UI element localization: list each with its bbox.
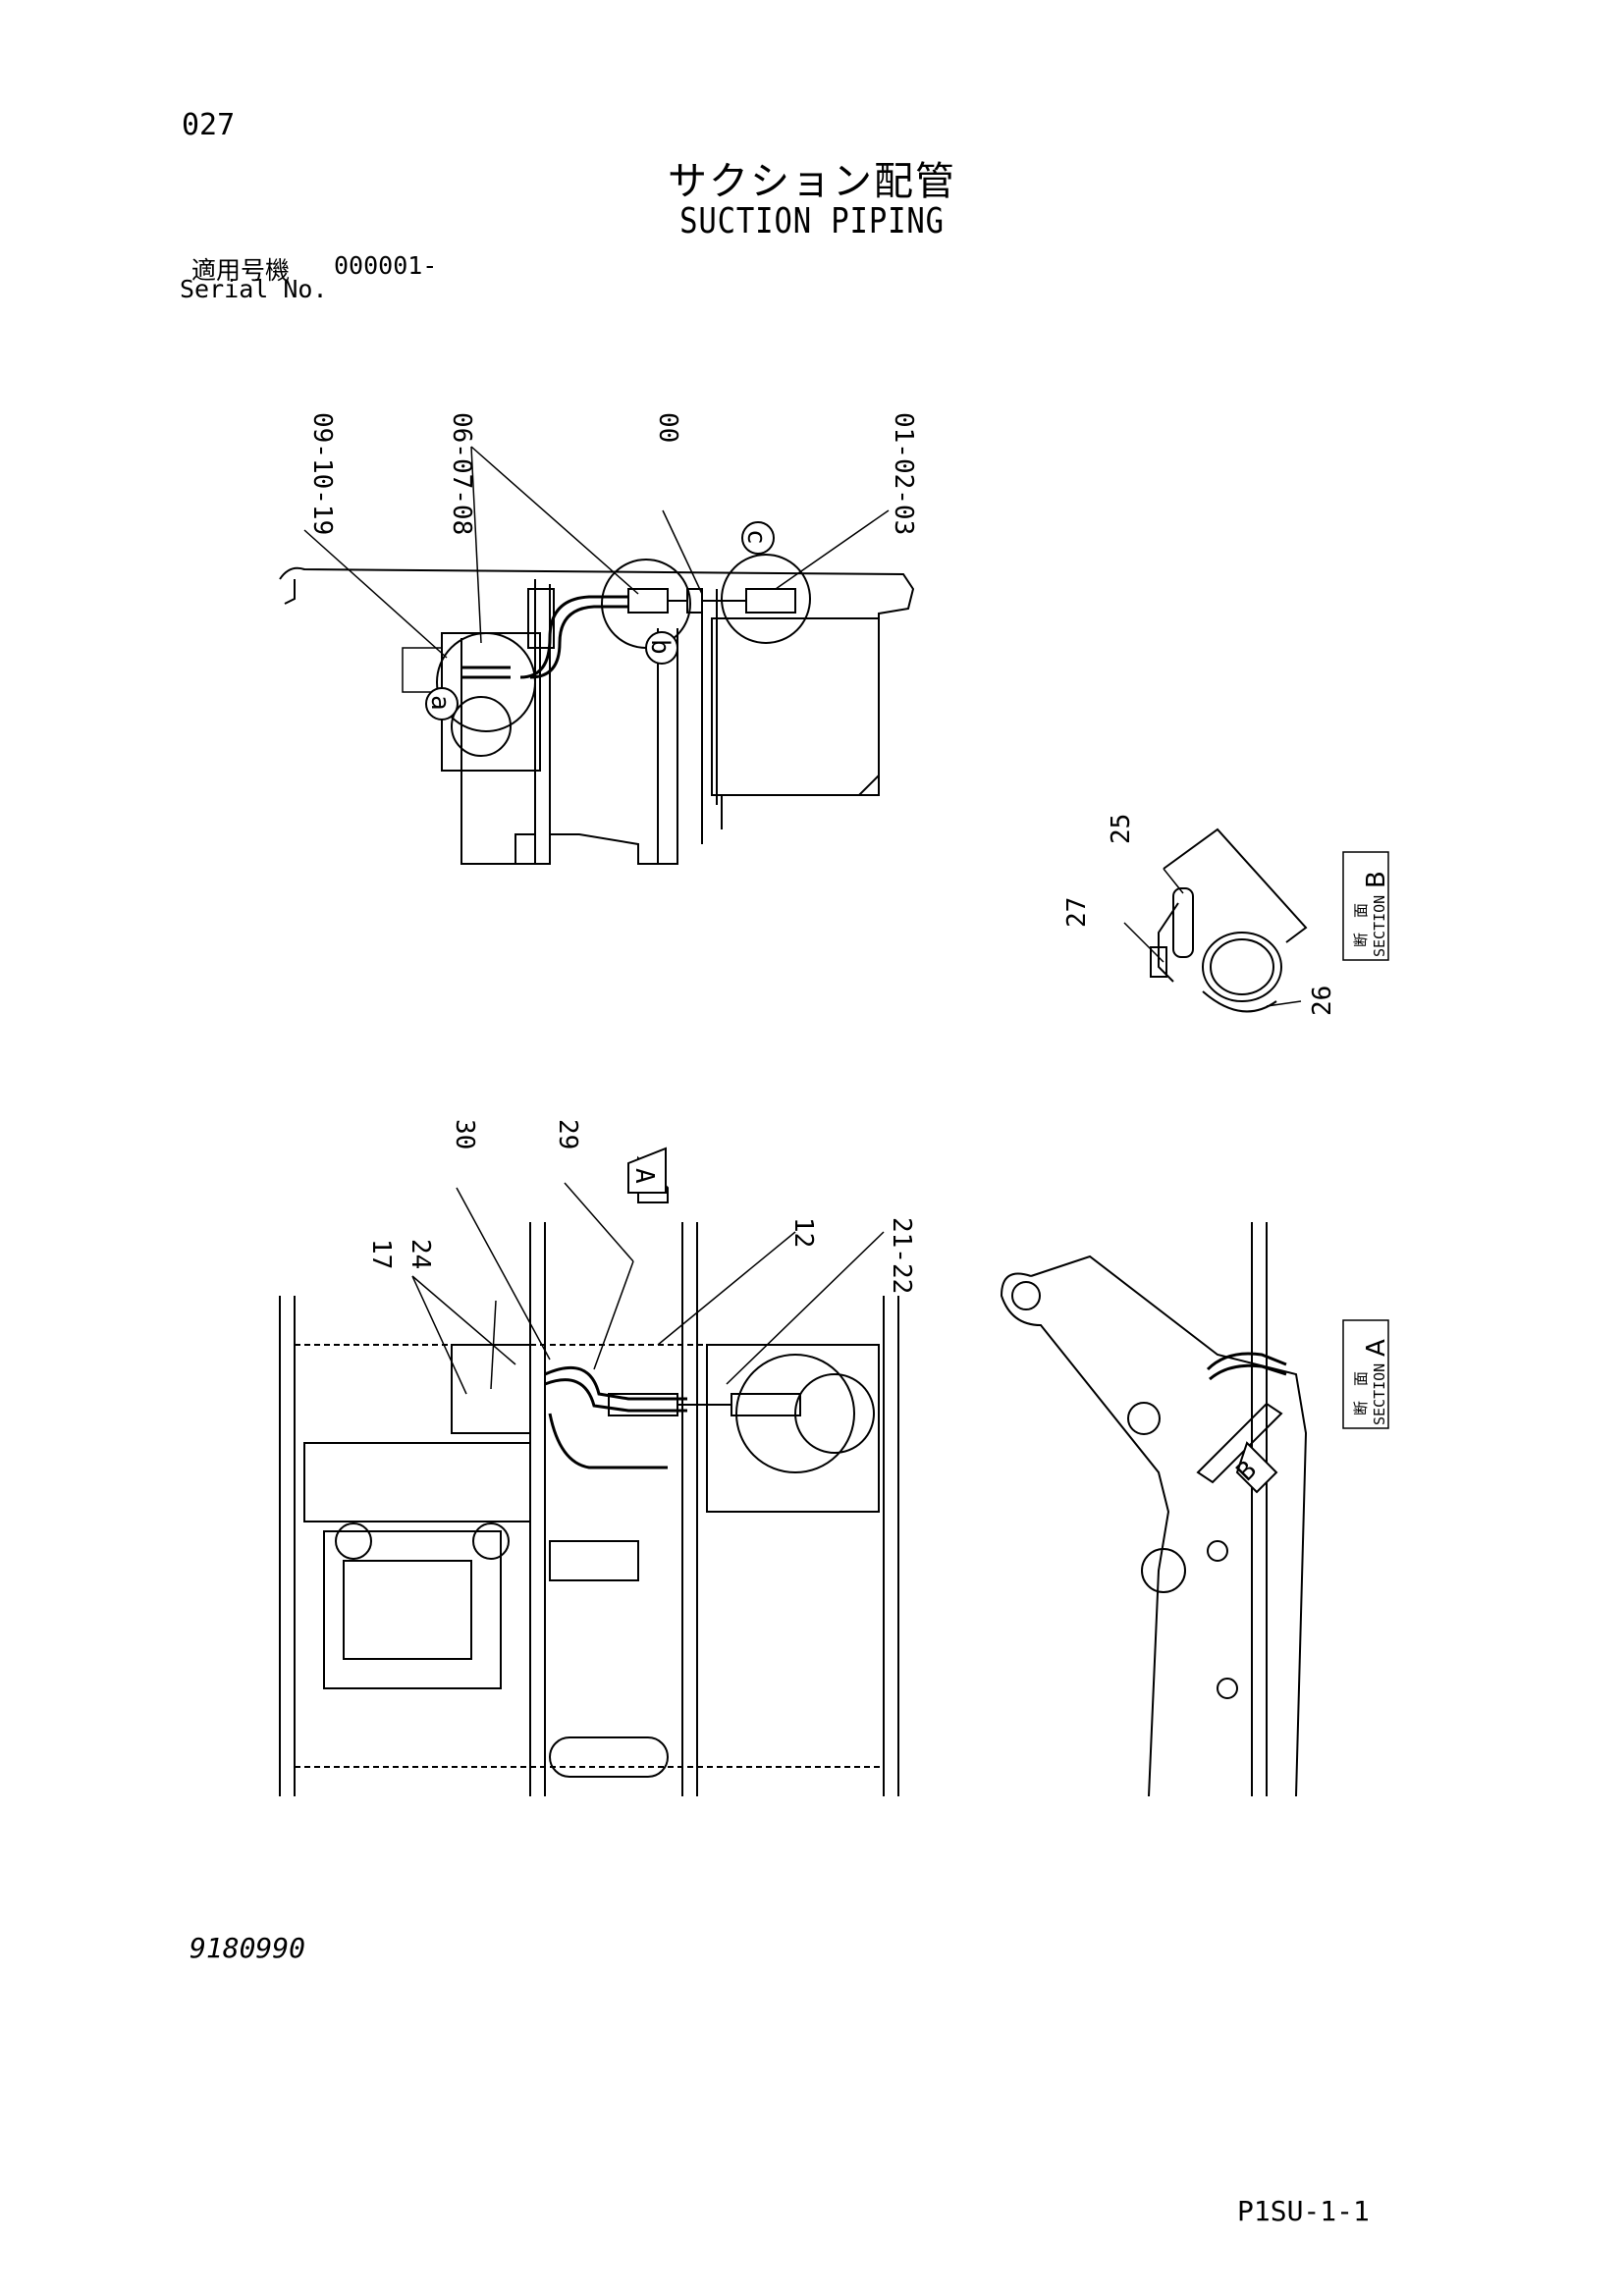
section-a-jp-1: 断 (1352, 1401, 1370, 1415)
serial-label-jp: 適用号機 (191, 256, 291, 285)
detail-label-b: b (645, 639, 675, 655)
page-number: 027 (182, 108, 236, 142)
callout-00: 00 (653, 412, 682, 443)
serial-value: 000001- (334, 251, 438, 280)
section-a-jp-2: 面 (1352, 1371, 1370, 1386)
callout-29: 29 (553, 1119, 582, 1149)
section-a-drawing: B 断 面 SECTION A (1000, 1222, 1391, 1797)
serial-label-en: Serial No. (180, 275, 328, 303)
callout-12: 12 (788, 1217, 818, 1248)
top-view-drawing: 09-10-19 06-07-08 00 01-02-03 (279, 412, 918, 865)
callout-24: 24 (406, 1239, 435, 1269)
document-code: 9180990 (189, 1932, 306, 1964)
detail-label-a: a (425, 695, 455, 711)
callout-21-22: 21-22 (887, 1217, 916, 1294)
view-marker-a: A (629, 1168, 659, 1184)
bottom-view-drawing: 30 29 17 24 12 21-22 A (279, 1119, 916, 1796)
section-b-jp-2: 面 (1352, 903, 1370, 918)
callout-30: 30 (450, 1119, 479, 1149)
callout-17: 17 (366, 1239, 396, 1269)
detail-label-c: c (741, 529, 771, 545)
callout-25: 25 (1107, 814, 1136, 844)
section-b-label-box (1342, 851, 1389, 961)
callout-06-07-08: 06-07-08 (447, 412, 476, 535)
section-a-letter: A (1362, 1339, 1391, 1357)
section-a-label-box (1342, 1319, 1389, 1429)
section-a-en: SECTION (1371, 1363, 1388, 1425)
callout-01-02-03: 01-02-03 (889, 412, 918, 535)
page-reference: P1SU-1-1 (1237, 2195, 1370, 2227)
page-title-en: SUCTION PIPING (679, 201, 945, 241)
section-b-en: SECTION (1371, 895, 1388, 957)
section-b-jp-1: 断 (1352, 933, 1370, 947)
detail-circle-a (436, 632, 536, 732)
callout-26: 26 (1308, 986, 1337, 1016)
page-title-jp: サクション配管 (668, 159, 956, 204)
section-b-drawing: 25 27 26 断 面 SECTION B (1062, 814, 1391, 1016)
section-b-letter: B (1362, 871, 1391, 888)
callout-09-10-19: 09-10-19 (307, 412, 337, 535)
detail-circle-c (721, 554, 811, 644)
callout-27: 27 (1062, 897, 1092, 928)
